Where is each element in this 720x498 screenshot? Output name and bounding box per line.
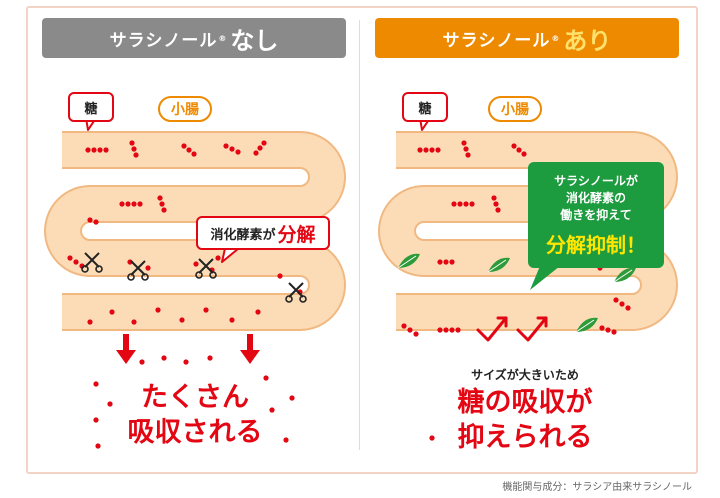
enzyme-callout: 消化酵素が分解 xyxy=(196,216,330,250)
check-arrow-icon xyxy=(516,316,548,342)
header-tag: あり xyxy=(563,26,612,55)
footnote: 機能関与成分：サラシア由来サラシノール xyxy=(502,482,692,493)
registered-mark: ® xyxy=(551,33,560,43)
sugar-label: 糖 xyxy=(68,92,114,122)
result-line: 抑えられる xyxy=(457,422,593,453)
size-caption: サイズが大きいため xyxy=(471,368,579,382)
result-right: 糖の吸収が 抑えられる xyxy=(420,385,630,455)
header-without-salacinol: サラシノール®なし xyxy=(42,18,346,58)
inhibit-emphasis: 分解抑制！ xyxy=(546,232,646,257)
enzyme-callout-text: 消化酵素が xyxy=(210,227,276,243)
left-intestine xyxy=(44,131,346,449)
inhibit-line: 働きを抑えて xyxy=(560,207,632,222)
sugar-label: 糖 xyxy=(402,92,448,122)
down-arrow-icon xyxy=(116,334,136,364)
result-line: 吸収される xyxy=(127,417,263,448)
enzyme-callout-emphasis: 分解 xyxy=(277,223,316,246)
inhibit-line: 消化酵素の xyxy=(565,190,626,205)
result-line: たくさん xyxy=(141,382,249,413)
inhibit-callout: サラシノールが 消化酵素の 働きを抑えて 分解抑制！ xyxy=(528,162,664,268)
check-arrow-icon xyxy=(476,316,508,342)
header-tag: なし xyxy=(230,26,279,55)
inhibit-line: サラシノールが xyxy=(554,173,638,188)
small-intestine-label: 小腸 xyxy=(488,96,542,122)
result-left: たくさん 吸収される xyxy=(100,380,290,450)
small-intestine-label: 小腸 xyxy=(158,96,212,122)
center-divider xyxy=(359,20,360,450)
header-name: サラシノール xyxy=(442,30,551,51)
header-name: サラシノール xyxy=(109,30,218,51)
result-line: 糖の吸収が xyxy=(457,387,593,418)
header-with-salacinol: サラシノール®あり xyxy=(375,18,679,58)
down-arrow-icon xyxy=(240,334,260,364)
registered-mark: ® xyxy=(218,33,227,43)
